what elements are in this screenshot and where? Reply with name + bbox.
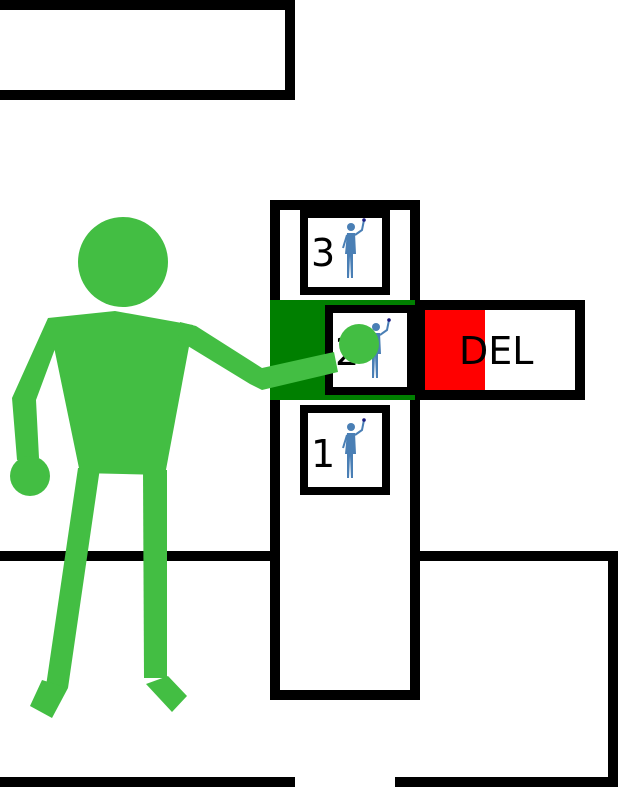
floor-button-2[interactable]: 2 <box>325 305 415 395</box>
floor-button-1[interactable]: 1 <box>300 405 390 495</box>
floor-button-3[interactable]: 3 <box>300 210 390 295</box>
floor-label: 3 <box>311 231 336 275</box>
room-outline <box>0 551 618 787</box>
person-waving-icon <box>370 318 391 378</box>
person-waving-icon <box>342 418 366 478</box>
floor-label: 1 <box>311 432 336 476</box>
floor-label: 2 <box>335 330 360 374</box>
person-waving-icon <box>342 218 366 278</box>
delete-red-area <box>425 310 485 390</box>
top-left-box <box>0 0 295 100</box>
delete-panel[interactable]: DEL <box>415 300 585 400</box>
delete-button-label: DEL <box>459 329 534 373</box>
